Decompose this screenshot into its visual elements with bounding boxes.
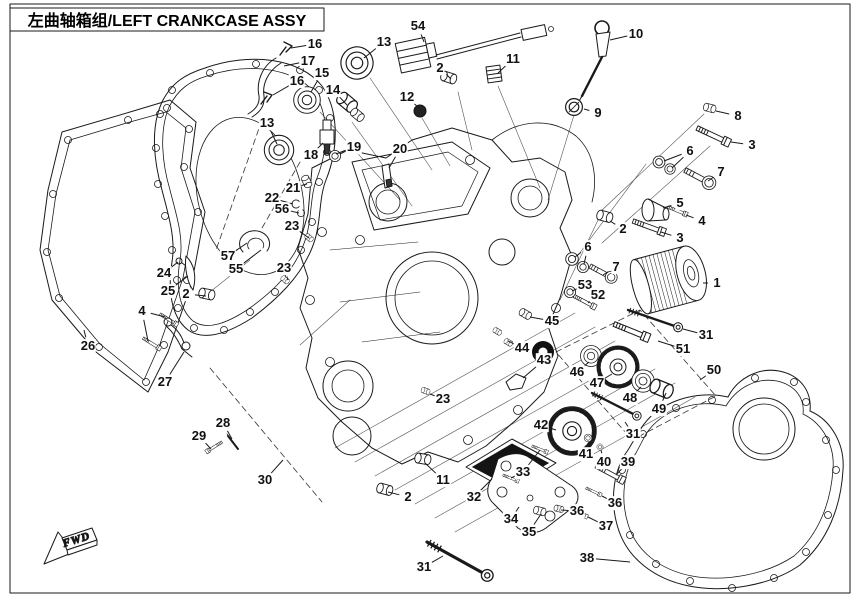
leader-line-5 [662, 205, 672, 209]
leader-line-32 [480, 478, 493, 491]
dashed-lines [209, 119, 717, 503]
leader-line-46 [583, 361, 590, 367]
leader-line-11 [424, 462, 437, 475]
leader-line-23 [286, 276, 289, 281]
leader-line-11 [497, 64, 507, 74]
leader-line-56 [290, 210, 300, 214]
leader-line-2 [609, 220, 616, 225]
leader-line-18 [317, 142, 324, 149]
leader-line-43 [522, 365, 538, 379]
right-cover-gasket [613, 369, 844, 592]
leader-line-20 [388, 156, 396, 169]
leader-line-12 [413, 102, 420, 109]
leader-line-45 [529, 316, 544, 320]
leader-line-35 [533, 513, 542, 525]
leader-line-31 [682, 328, 698, 334]
leader-line-29 [204, 442, 212, 450]
plug-5 [641, 198, 670, 222]
leader-line-51 [657, 340, 675, 347]
leader-line-7 [602, 271, 609, 276]
pin-28 [226, 433, 239, 450]
sensor-18 [319, 119, 335, 155]
leader-line-33 [528, 449, 541, 466]
leader-line-28 [226, 430, 233, 440]
leader-line-10 [609, 35, 628, 41]
leader-line-13 [363, 47, 378, 59]
leader-line-2 [194, 294, 207, 297]
leader-line-17 [283, 62, 300, 67]
leader-line-21 [301, 183, 308, 187]
leader-line-25 [174, 275, 189, 287]
leader-line-6 [583, 255, 587, 265]
leader-line-50 [699, 374, 707, 381]
bushing-55-57 [239, 230, 271, 253]
leader-line-4 [685, 214, 694, 219]
leader-line-40 [600, 449, 603, 454]
rod-20 [381, 163, 393, 189]
pipe-27 [163, 317, 193, 358]
leader-line-4 [143, 319, 149, 342]
dipstick-10 [577, 20, 611, 104]
leader-line-37 [587, 516, 599, 523]
leader-line-15 [310, 80, 318, 93]
leader-line-24 [170, 261, 179, 268]
leader-line-6 [671, 156, 684, 169]
leader-line-34 [515, 506, 520, 512]
leader-line-16 [290, 44, 307, 49]
leader-line-57 [235, 242, 248, 252]
leader-line-49 [662, 392, 667, 401]
leader-line-23 [429, 393, 435, 397]
leader-line-4 [150, 312, 166, 318]
page-border [9, 3, 851, 594]
clamp-16-top [279, 41, 293, 56]
leader-line-3 [730, 141, 744, 145]
plug-12 [413, 104, 427, 118]
leader-line-6 [574, 252, 582, 258]
leader-line-22 [280, 199, 294, 205]
oring-9 [564, 97, 584, 117]
leader-line-54 [420, 34, 425, 43]
leader-line-2 [446, 74, 452, 80]
title-box [9, 7, 325, 32]
group-50-boundary [555, 309, 717, 441]
cable-54 [394, 24, 554, 74]
leader-line-9 [583, 108, 590, 112]
leader-line-52 [587, 300, 592, 304]
leader-line-6 [663, 153, 682, 162]
leader-line-42 [549, 427, 557, 431]
leader-line-19 [335, 149, 346, 155]
leader-line-27 [169, 351, 185, 375]
plug-11-top [485, 64, 503, 84]
left-gasket [39, 58, 336, 393]
leader-line-36 [601, 495, 608, 500]
leader-line-8 [715, 110, 730, 115]
leader-line-38 [595, 558, 631, 563]
leader-line-3 [660, 231, 672, 236]
leader-line-30 [270, 459, 284, 474]
leader-line-53 [571, 288, 578, 292]
leader-line-44 [507, 340, 515, 345]
leader-line-31 [624, 421, 629, 427]
segment-25 [185, 255, 196, 291]
leader-line-39 [615, 468, 623, 476]
oil-filter [629, 245, 707, 315]
leader-line-14 [338, 96, 348, 106]
leader-line-13 [270, 130, 278, 145]
leader-line-47 [604, 373, 613, 379]
leader-line-26 [83, 329, 87, 338]
hose-17 [247, 57, 282, 118]
leader-line-16 [272, 85, 290, 96]
leader-line-48 [636, 386, 642, 392]
leader-line-31 [431, 555, 444, 563]
leader-line-2 [387, 491, 400, 496]
leader-line-55 [242, 249, 262, 264]
leader-line-23 [299, 230, 310, 239]
diagram-title: 左曲轴箱组/LEFT CRANKCASE ASSY [27, 11, 307, 30]
leader-line-7 [707, 176, 714, 182]
pawl-43 [505, 373, 527, 391]
leader-line-33 [510, 475, 516, 479]
